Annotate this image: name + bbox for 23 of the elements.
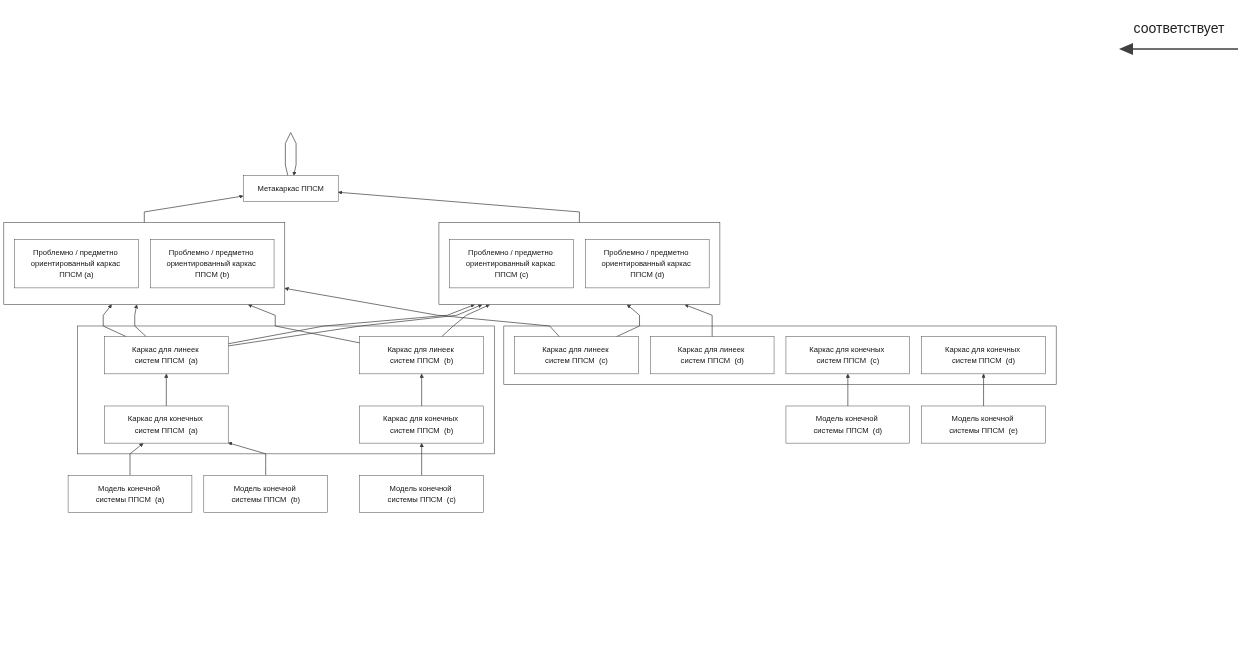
- cluster: [438, 222, 721, 305]
- legend-text: соответствует: [1133, 20, 1225, 36]
- node-box: [243, 175, 339, 202]
- node-box: [14, 239, 139, 289]
- node-box: [150, 239, 275, 289]
- cluster: [77, 325, 495, 455]
- node-box: [921, 336, 1046, 375]
- node-box: [203, 475, 328, 513]
- node-box: [650, 336, 775, 375]
- node-box: [67, 475, 193, 513]
- node-box: [359, 336, 484, 375]
- cluster: [3, 222, 286, 305]
- node-box: [514, 336, 639, 375]
- node-box: [449, 239, 574, 289]
- node-box: [785, 405, 910, 444]
- node-box: [785, 336, 910, 375]
- node-box: [921, 405, 1046, 444]
- node-box: [359, 405, 484, 444]
- node-box: [359, 475, 484, 513]
- cluster: [503, 325, 1057, 385]
- node-box: [104, 405, 229, 444]
- node-box: [104, 336, 229, 375]
- node-box: [585, 239, 710, 289]
